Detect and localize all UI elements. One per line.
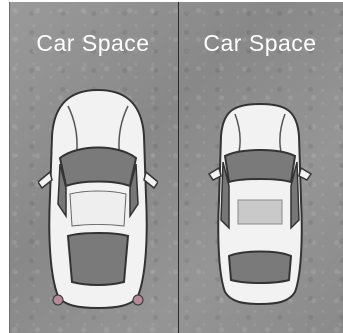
space-label-right: Car Space (180, 30, 340, 57)
sedan-car-icon (207, 100, 313, 306)
space-label-left: Car Space (13, 30, 173, 57)
parking-divider-line (178, 2, 179, 333)
sports-car-icon (38, 86, 158, 310)
